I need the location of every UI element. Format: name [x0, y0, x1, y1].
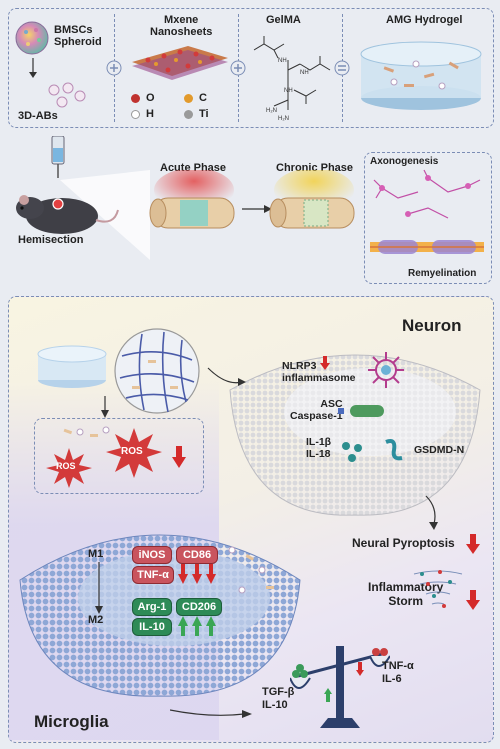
spheroid-icon: [15, 21, 49, 55]
tnfa-pill: TNF-α: [132, 566, 174, 584]
storm-down-arrow: [466, 590, 480, 610]
plus-icon-2: [230, 60, 246, 76]
ros-small-label: ROS: [56, 461, 76, 471]
svg-text:NH: NH: [284, 88, 293, 94]
m1-m2-arrow: [95, 562, 103, 614]
microglia-title: Microglia: [34, 712, 109, 731]
pyroptosis-down-arrow: [466, 534, 480, 554]
svg-text:NH: NH: [300, 70, 309, 76]
legend-ti-dot: [184, 110, 193, 119]
mxene-nanosheet-icon: [132, 46, 228, 80]
arrow-right-icon: [242, 205, 272, 213]
legend-h-dot: [131, 110, 140, 119]
asc-label: ASC Caspase-1: [290, 398, 343, 422]
regeneration-panel: [364, 152, 492, 284]
inos-pill: iNOS: [132, 546, 172, 564]
ros-down-arrow: [172, 446, 186, 468]
ros-small-burst: [46, 448, 92, 488]
legend-c-dot: [184, 94, 193, 103]
m2-up-arrows: [178, 616, 216, 636]
pyroptosis-arrow: [425, 495, 438, 530]
axonogenesis-label: Axonogenesis: [370, 156, 439, 167]
down-arrow-ros: [101, 396, 109, 418]
m1-label: M1: [88, 548, 104, 560]
light-beam-icon: [60, 170, 150, 260]
remyelination-label: Remyelination: [408, 268, 477, 279]
gsdmd-icon: [385, 439, 403, 461]
tnfa-down-arrow: [356, 662, 364, 676]
svg-text:H₂N: H₂N: [266, 108, 277, 114]
il-label: IL-1β IL-18: [306, 436, 332, 460]
gelma-label: GelMA: [266, 14, 301, 26]
arrow-down-icon: [29, 58, 37, 78]
svg-text:NH: NH: [278, 58, 287, 64]
tgfb-label: TGF-β IL-10: [262, 686, 295, 711]
neural-pyroptosis-label: Neural Pyroptosis: [352, 536, 455, 550]
nlrp3-down-arrow: [320, 356, 330, 370]
il10-pill: IL-10: [132, 618, 172, 636]
balance-arrow: [170, 709, 252, 718]
mouse-icon: [16, 195, 119, 234]
amg-hydrogel-label: AMG Hydrogel: [386, 14, 463, 26]
myelin-icon: [370, 240, 484, 254]
plus-icon: [106, 60, 122, 76]
legend-ti-label: Ti: [199, 108, 209, 120]
storm-icon: [413, 570, 463, 608]
legend-o-label: O: [146, 92, 155, 104]
apoptotic-bodies-icon: [48, 82, 86, 108]
microglia-particles-icon: [228, 546, 274, 594]
equals-icon: [334, 60, 350, 76]
hydrogel-icon: [360, 41, 482, 110]
nlrp3-label: NLRP3 inflammasome: [282, 360, 356, 384]
m2-label: M2: [88, 614, 104, 626]
ros-panel: [34, 418, 204, 494]
chronic-cord-icon: [269, 170, 355, 229]
zoom-circle-icon: [114, 328, 200, 414]
caspase-icon: [338, 405, 384, 417]
il-particles-icon: [342, 442, 362, 462]
syringe-icon: [51, 136, 65, 178]
acute-cord-icon: [149, 170, 235, 229]
three-d-abs-label: 3D-ABs: [18, 110, 58, 122]
bmscs-label: BMSCs Spheroid: [54, 24, 102, 48]
mxene-label: Mxene Nanosheets: [150, 14, 213, 38]
legend-h-label: H: [146, 108, 154, 120]
hemisection-label: Hemisection: [18, 234, 84, 246]
gsdmd-label: GSDMD-N: [414, 444, 465, 456]
tnfa-il6-label: TNF-α IL-6: [382, 660, 414, 685]
cd86-pill: CD86: [176, 546, 218, 564]
legend-c-label: C: [199, 92, 207, 104]
materials-panel: [8, 8, 494, 128]
mech-hydrogel-icon: [37, 345, 107, 388]
cd206-pill: CD206: [176, 598, 222, 616]
ros-big-label: ROS: [121, 446, 143, 457]
arg1-pill: Arg-1: [132, 598, 172, 616]
neuron-bowl: [229, 354, 481, 516]
neuron-title: Neuron: [402, 316, 462, 335]
svg-text:H₂N: H₂N: [278, 116, 289, 122]
inflammasome-icon: [368, 352, 404, 388]
ros-particles-icon: [63, 426, 110, 437]
legend-o-dot: [131, 94, 140, 103]
tgfb-up-arrow: [324, 688, 332, 702]
balance-scale-icon: [290, 646, 390, 728]
curve-arrow-icon: [207, 367, 246, 386]
neurons-icon: [373, 169, 481, 219]
ros-big-burst: [106, 428, 162, 478]
m1-down-arrows: [178, 564, 216, 584]
